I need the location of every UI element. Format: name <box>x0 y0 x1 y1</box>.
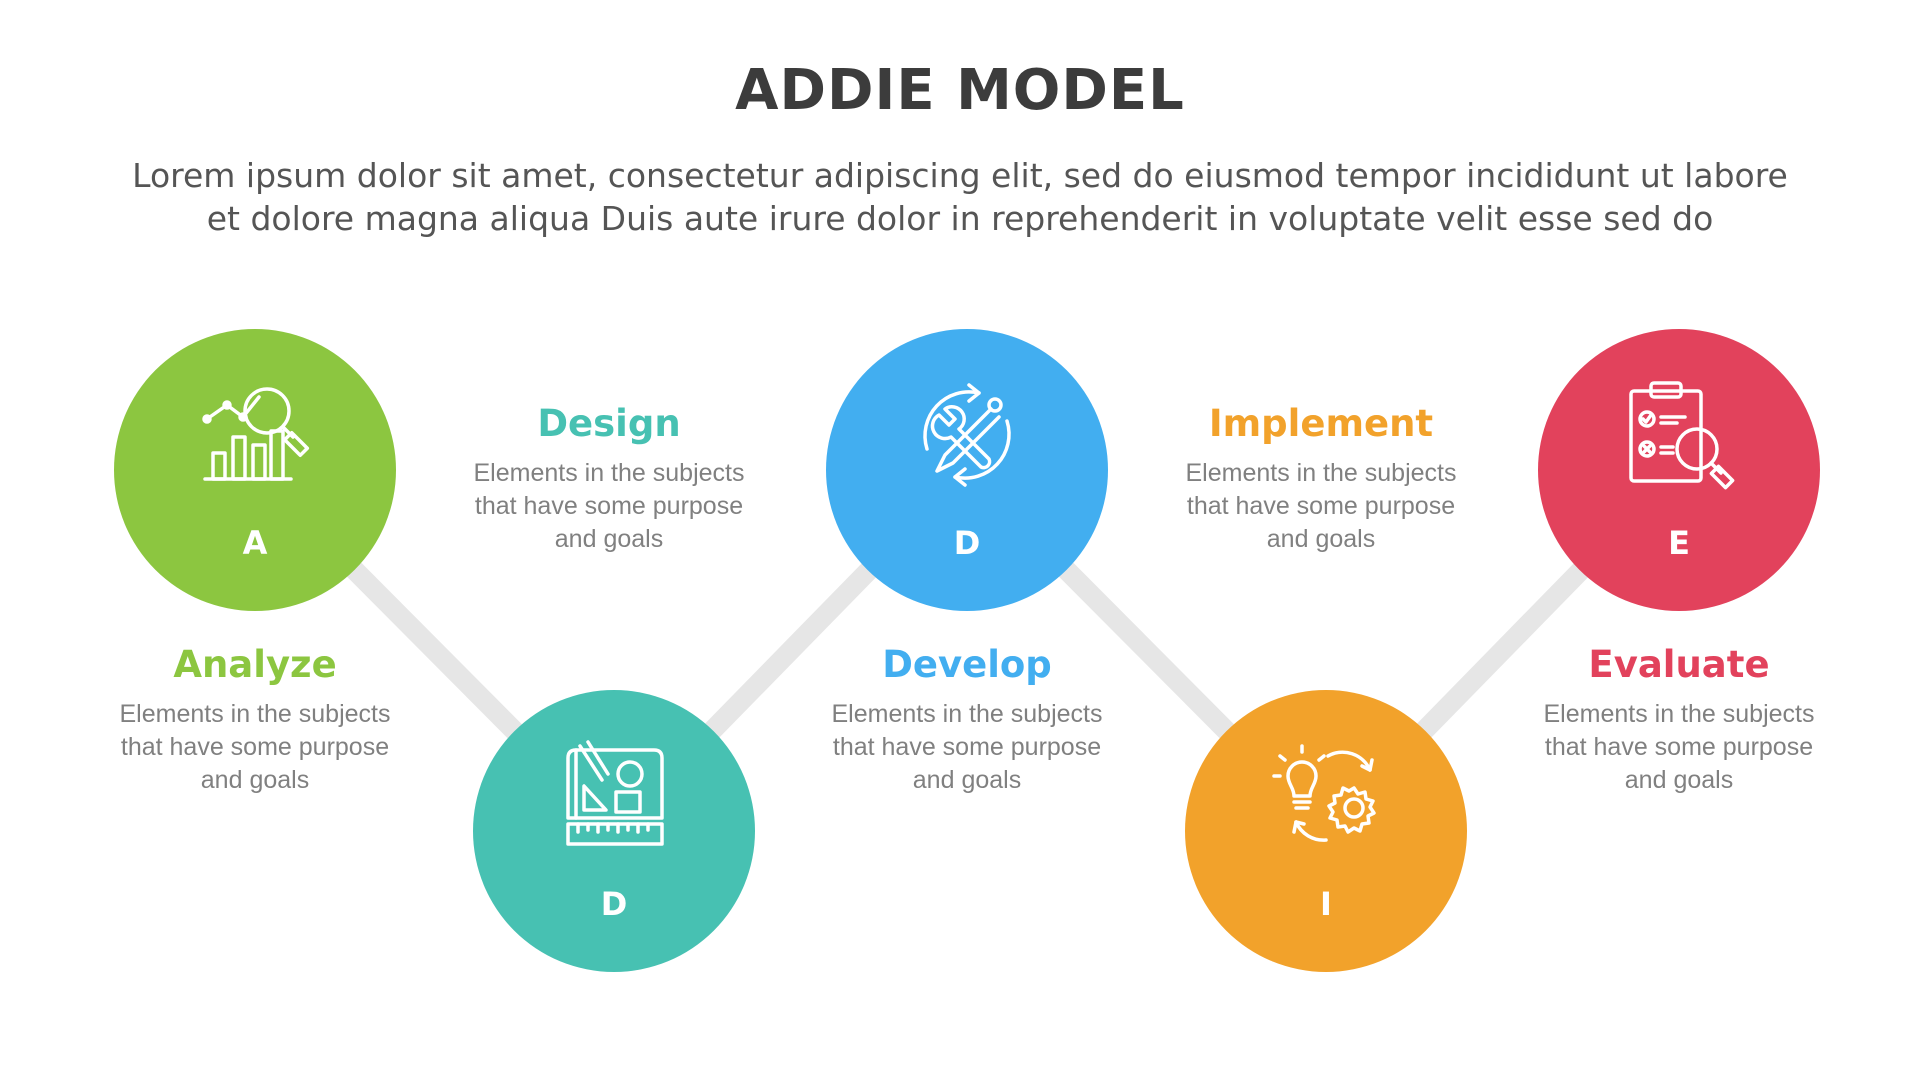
desc-line: and goals <box>912 766 1022 794</box>
step-heading: Implement <box>1208 402 1434 445</box>
step-description: Elements in the subjects that have some … <box>1519 698 1839 797</box>
page-subtitle: Lorem ipsum dolor sit amet, consectetur … <box>80 154 1840 240</box>
step-circle-evaluate: E <box>1538 329 1820 611</box>
desc-line: Elements in the subjects <box>1543 700 1815 728</box>
step-heading: Design <box>537 402 681 445</box>
step-description: Elements in the subjects that have some … <box>1161 457 1481 556</box>
step-heading: Develop <box>882 643 1052 686</box>
step-letter: A <box>242 524 268 562</box>
desc-line: and goals <box>554 525 664 553</box>
subtitle-line: et dolore magna aliqua Duis aute irure d… <box>206 199 1714 238</box>
desc-line: that have some purpose <box>474 492 744 520</box>
step-label-design: Design Elements in the subjects that hav… <box>449 401 769 556</box>
step-circle-develop: D <box>826 329 1108 611</box>
desc-line: that have some purpose <box>832 733 1102 761</box>
step-label-analyze: Analyze Elements in the subjects that ha… <box>95 642 415 797</box>
desc-line: that have some purpose <box>1186 492 1456 520</box>
clipboard-search-icon <box>1629 381 1735 490</box>
blueprint-ruler-icon <box>566 740 664 846</box>
desc-line: and goals <box>1266 525 1376 553</box>
step-letter: I <box>1320 885 1332 923</box>
desc-line: Elements in the subjects <box>473 459 745 487</box>
desc-line: that have some purpose <box>1544 733 1814 761</box>
step-letter: D <box>953 524 981 562</box>
step-heading: Evaluate <box>1588 643 1770 686</box>
step-circle-design: D <box>473 690 755 972</box>
desc-line: Elements in the subjects <box>119 700 391 728</box>
subtitle-line: Lorem ipsum dolor sit amet, consectetur … <box>132 156 1788 195</box>
step-letter: E <box>1668 524 1690 562</box>
chart-magnifier-icon <box>202 387 310 481</box>
bulb-gear-icon <box>1272 744 1376 842</box>
desc-line: that have some purpose <box>120 733 390 761</box>
step-label-develop: Develop Elements in the subjects that ha… <box>807 642 1127 797</box>
step-description: Elements in the subjects that have some … <box>807 698 1127 797</box>
step-description: Elements in the subjects that have some … <box>95 698 415 797</box>
page-title: ADDIE MODEL <box>735 58 1185 123</box>
desc-line: and goals <box>1624 766 1734 794</box>
step-circle-implement: I <box>1185 690 1467 972</box>
wrench-cycle-icon <box>923 383 1011 487</box>
desc-line: Elements in the subjects <box>831 700 1103 728</box>
step-heading: Analyze <box>173 643 337 686</box>
step-label-evaluate: Evaluate Elements in the subjects that h… <box>1519 642 1839 797</box>
step-letter: D <box>600 885 628 923</box>
desc-line: and goals <box>200 766 310 794</box>
step-label-implement: Implement Elements in the subjects that … <box>1161 401 1481 556</box>
step-circle-analyze: A <box>114 329 396 611</box>
step-description: Elements in the subjects that have some … <box>449 457 769 556</box>
desc-line: Elements in the subjects <box>1185 459 1457 487</box>
